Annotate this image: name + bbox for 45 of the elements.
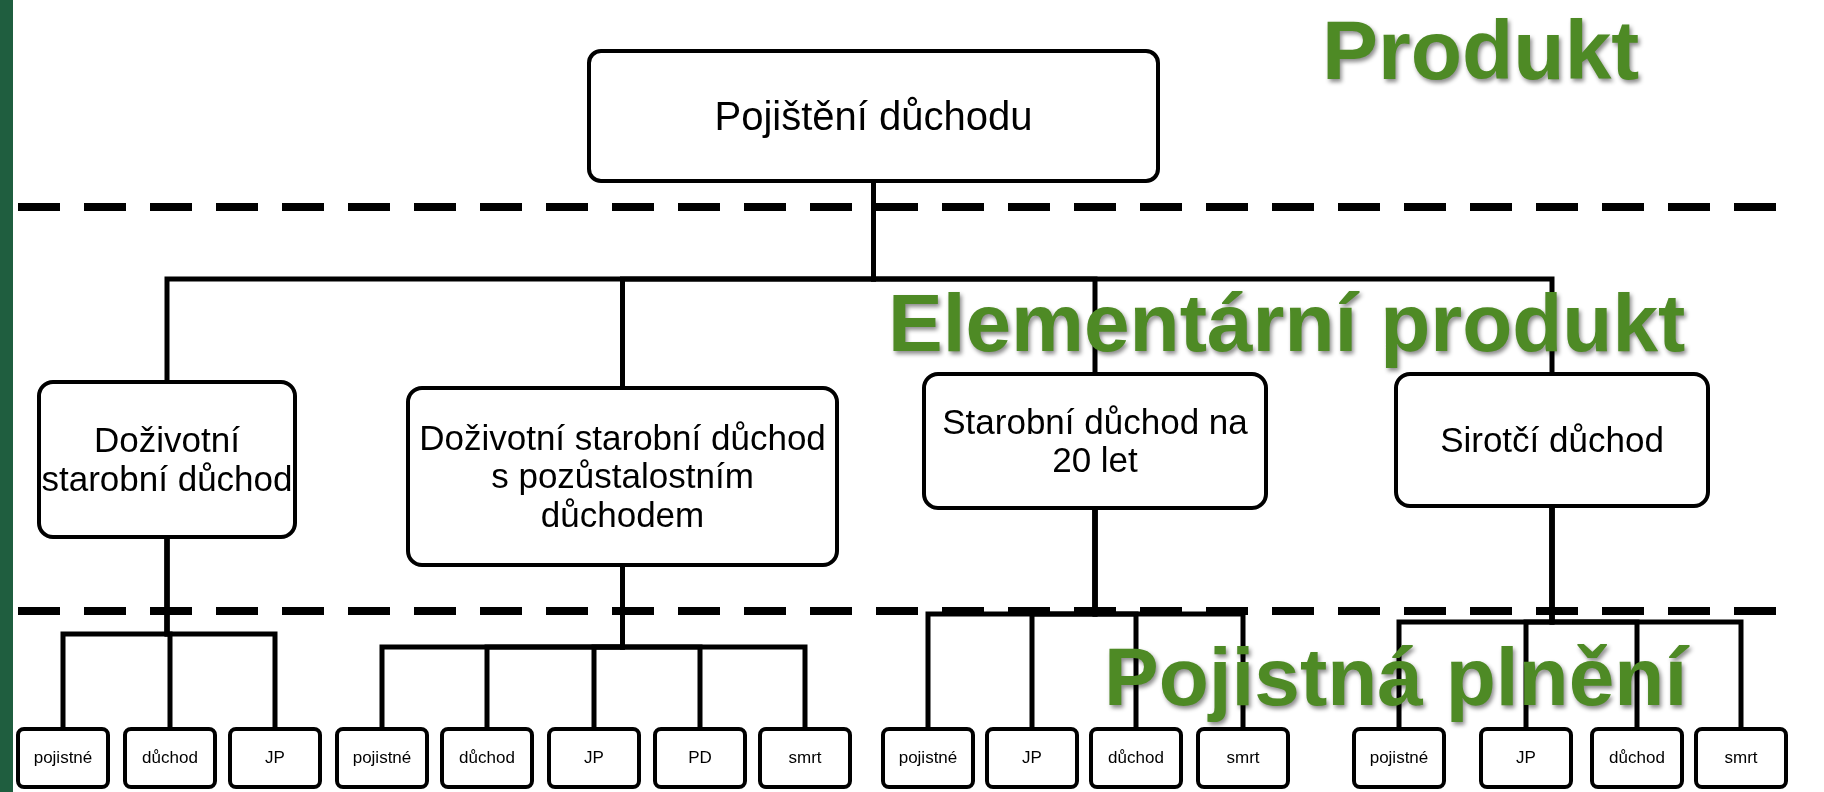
node-label: JP xyxy=(584,748,604,768)
leaf-box xyxy=(1089,727,1183,789)
node-label: JP xyxy=(1022,748,1042,768)
node-label: JP xyxy=(265,748,285,768)
leaf-box xyxy=(653,727,747,789)
connector-line xyxy=(1549,508,1744,727)
leaf-box xyxy=(1196,727,1290,789)
leaf-box xyxy=(1694,727,1788,789)
node-label: pojistné xyxy=(1369,748,1429,768)
node-label: Doživotní starobní důchod s pozůstalostním důchodem xyxy=(418,418,827,535)
process-box xyxy=(587,49,1160,183)
node-label: důchod xyxy=(142,748,198,768)
leaf-box xyxy=(985,727,1079,789)
node-label: důchod xyxy=(459,748,515,768)
node-label: Pojištění důchodu xyxy=(714,94,1033,138)
leaf-box xyxy=(547,727,641,789)
node-label: Sirotčí důchod xyxy=(1440,420,1664,460)
leaf-box xyxy=(16,727,110,789)
process-box xyxy=(1394,372,1710,508)
node-label: Starobní důchod na 20 let xyxy=(941,402,1249,480)
leaf-box xyxy=(440,727,534,789)
leaf-box xyxy=(758,727,852,789)
leaf-box xyxy=(1590,727,1684,789)
process-box xyxy=(922,372,1268,510)
node-label: Doživotní starobní důchod xyxy=(41,421,293,498)
leaf-box xyxy=(1352,727,1446,789)
leaf-box xyxy=(881,727,975,789)
node-label: pojistné xyxy=(898,748,958,768)
node-label: smrt xyxy=(788,748,822,768)
level-heading: Produkt xyxy=(1322,8,1640,92)
process-box xyxy=(406,386,839,567)
node-label: důchod xyxy=(1108,748,1164,768)
node-label: JP xyxy=(1516,748,1536,768)
node-label: smrt xyxy=(1226,748,1260,768)
process-box xyxy=(37,380,297,539)
leaf-box xyxy=(228,727,322,789)
node-label: důchod xyxy=(1609,748,1665,768)
leaf-box xyxy=(123,727,217,789)
node-label: pojistné xyxy=(33,748,93,768)
leaf-box xyxy=(335,727,429,789)
leaf-box xyxy=(1479,727,1573,789)
connector-line xyxy=(164,539,278,727)
node-label: smrt xyxy=(1724,748,1758,768)
node-label: pojistné xyxy=(352,748,412,768)
node-label: PD xyxy=(688,748,712,768)
